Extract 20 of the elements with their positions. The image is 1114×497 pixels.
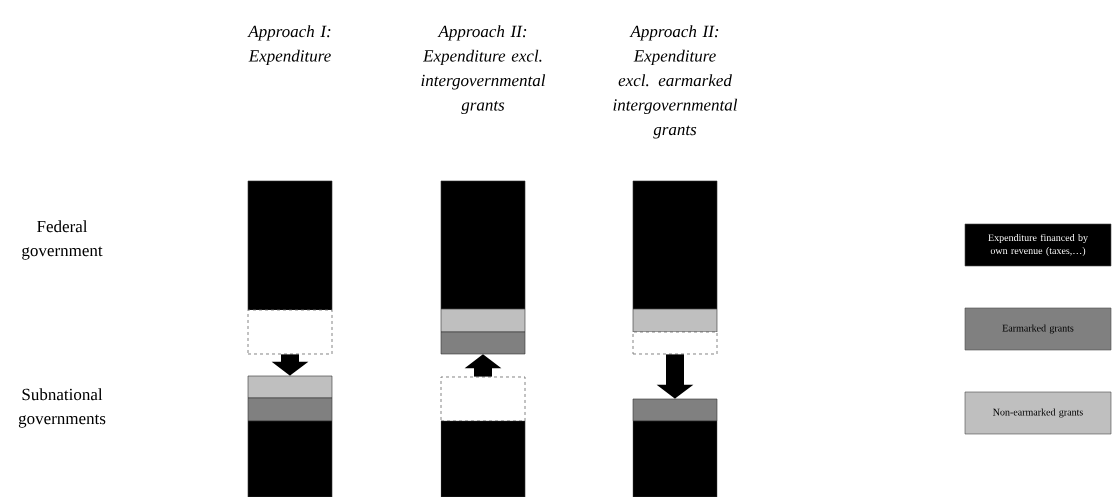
bar-segment bbox=[632, 180, 718, 310]
row-label: Federal government bbox=[22, 220, 103, 260]
dashed-box bbox=[440, 376, 526, 422]
bar-segment bbox=[440, 308, 526, 333]
bar-segment bbox=[247, 397, 333, 422]
dashed-box bbox=[247, 309, 333, 355]
bar-segment bbox=[632, 420, 718, 497]
column-heading: Approach I: Expenditure bbox=[247, 25, 331, 66]
bar-segment bbox=[632, 308, 718, 333]
bar-segment bbox=[632, 398, 718, 422]
bar-segment bbox=[440, 331, 526, 355]
bar-segment bbox=[440, 180, 526, 310]
column-heading: Approach II: Expenditure excl. earmarked intergovernmental grants bbox=[613, 25, 738, 139]
bar-segment bbox=[440, 420, 526, 497]
bar-segment bbox=[247, 180, 333, 311]
dashed-box bbox=[632, 331, 718, 355]
bar-segment bbox=[247, 420, 333, 497]
row-label: Subnational governments bbox=[18, 388, 106, 428]
bar-segment bbox=[247, 375, 333, 399]
column-heading: Approach II: Expenditure excl. intergovernmental grants bbox=[421, 25, 546, 115]
